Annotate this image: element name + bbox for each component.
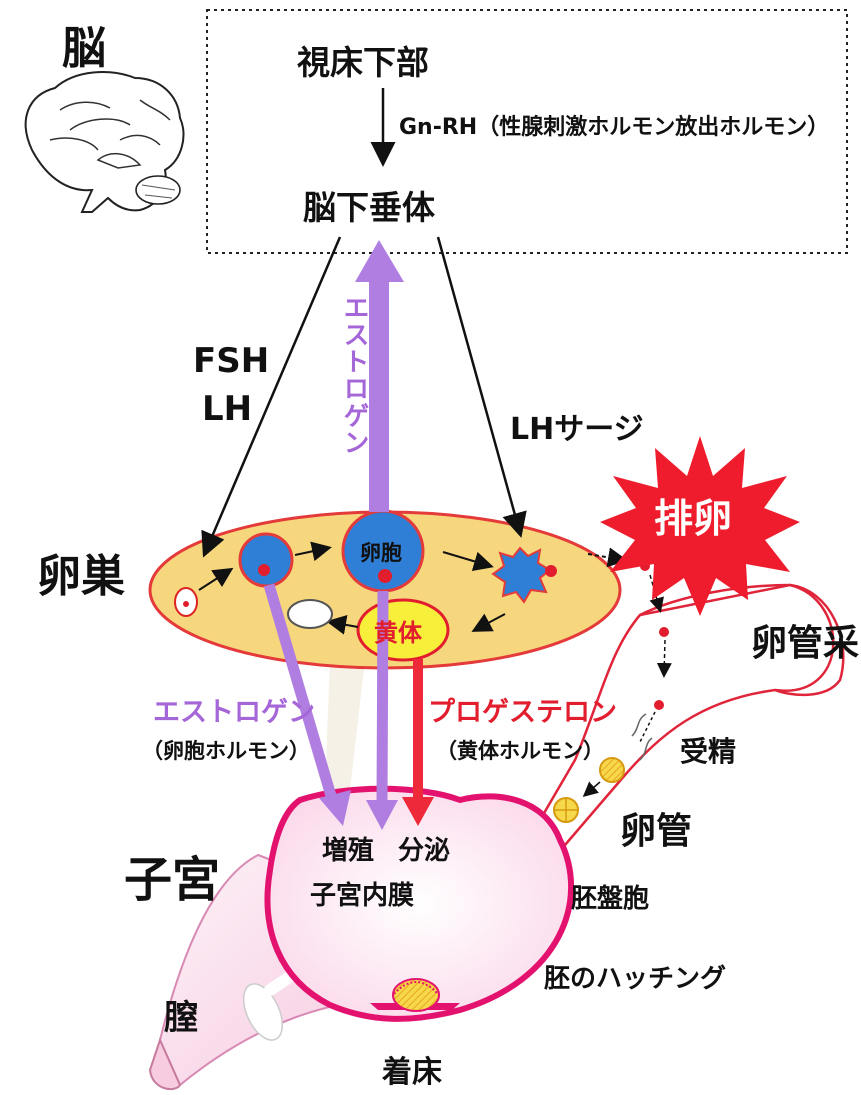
fsh-lh-arrow	[201, 236, 342, 558]
lh-label: LH	[202, 389, 253, 429]
lh-surge-label: LHサージ	[510, 412, 644, 447]
fertilization-label: 受精	[680, 735, 737, 768]
uterus-label: 子宮	[124, 852, 221, 908]
endometrium-label: 子宮内膜	[310, 881, 415, 911]
hypothalamus-label: 視床下部	[297, 43, 429, 82]
hatching-label: 胚のハッチング	[544, 964, 727, 994]
pituitary-label: 脳下垂体	[303, 188, 435, 227]
ovulation-burst	[600, 436, 800, 616]
ovum-path	[631, 561, 672, 761]
brain-illustration	[24, 71, 185, 213]
progesterone-label: プロゲステロン	[428, 697, 617, 728]
lh-surge-arrow	[436, 236, 527, 538]
progesterone-arrow	[402, 659, 434, 826]
estrogen-to-uterus-arrows	[263, 583, 398, 830]
gnrh-label: Gn-RH（性腺刺激ホルモン放出ホルモン）	[399, 115, 830, 140]
estrogen-sub-label: （卵胞ホルモン）	[142, 739, 310, 763]
implantation-label: 着床	[382, 1055, 442, 1090]
uterus-body	[264, 785, 575, 1022]
corpus-luteum-label: 黄体	[374, 619, 422, 647]
estrogen-label: エストロゲン	[153, 697, 315, 728]
ovary-label: 卵巣	[37, 551, 125, 602]
estrogen-feedback-arrow	[355, 240, 404, 512]
follicle-label: 卵胞	[360, 541, 402, 565]
blastocyst-label: 胚盤胞	[571, 884, 650, 914]
progesterone-sub-label: （黄体ホルモン）	[436, 739, 604, 763]
brain-label: 脳	[62, 23, 106, 74]
secretion-label: 分泌	[398, 836, 451, 866]
ovulation-label: 排卵	[654, 497, 733, 542]
estrogen-feedback-label: エストロゲン	[339, 294, 369, 456]
vagina-label: 膣	[164, 998, 198, 1038]
oviduct-label: 卵管	[620, 811, 693, 852]
fsh-label: FSH	[193, 341, 270, 381]
fimbria-label: 卵管采	[751, 623, 860, 664]
proliferation-label: 増殖	[322, 836, 375, 866]
